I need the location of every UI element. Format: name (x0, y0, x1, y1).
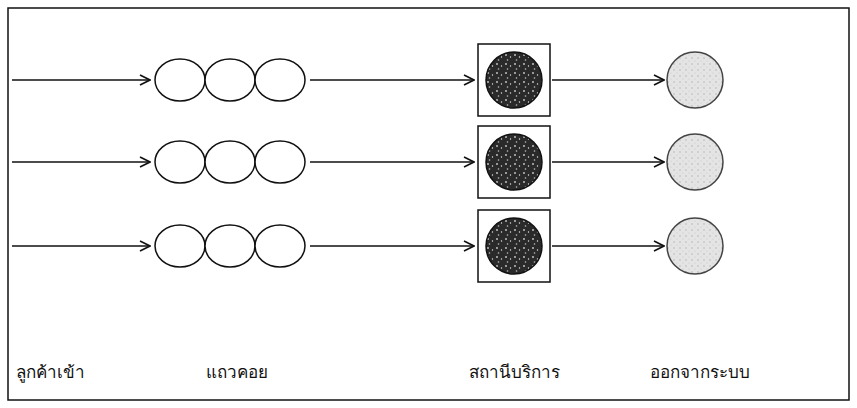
queue-row (12, 44, 723, 116)
exit-arrow (552, 245, 664, 247)
waiting-customer (255, 225, 305, 267)
stage-label: ออกจากระบบ (650, 362, 750, 382)
waiting-customer (255, 59, 305, 101)
stage-label: แถวคอย (206, 362, 268, 382)
queue-row (12, 126, 723, 198)
exit-arrow (552, 79, 664, 81)
departed-customer (667, 218, 723, 274)
waiting-customer (155, 59, 205, 101)
waiting-customer (205, 225, 255, 267)
queue-row (12, 210, 723, 282)
waiting-customer (205, 59, 255, 101)
arrival-arrow (12, 79, 150, 81)
service-arrow (310, 245, 474, 247)
service-station (478, 44, 550, 116)
waiting-customer (205, 141, 255, 183)
frame (8, 8, 849, 400)
stage-label: ลูกค้าเข้า (16, 362, 85, 382)
served-customer (486, 134, 542, 190)
exit-arrow (552, 161, 664, 163)
stage-label: สถานีบริการ (469, 362, 560, 382)
service-station (478, 126, 550, 198)
served-customer (486, 218, 542, 274)
waiting-customer (155, 141, 205, 183)
service-arrow (310, 161, 474, 163)
arrival-arrow (12, 161, 150, 163)
departed-customer (667, 52, 723, 108)
service-arrow (310, 79, 474, 81)
served-customer (486, 52, 542, 108)
service-station (478, 210, 550, 282)
departed-customer (667, 134, 723, 190)
waiting-customer (155, 225, 205, 267)
arrival-arrow (12, 245, 150, 247)
waiting-customer (255, 141, 305, 183)
